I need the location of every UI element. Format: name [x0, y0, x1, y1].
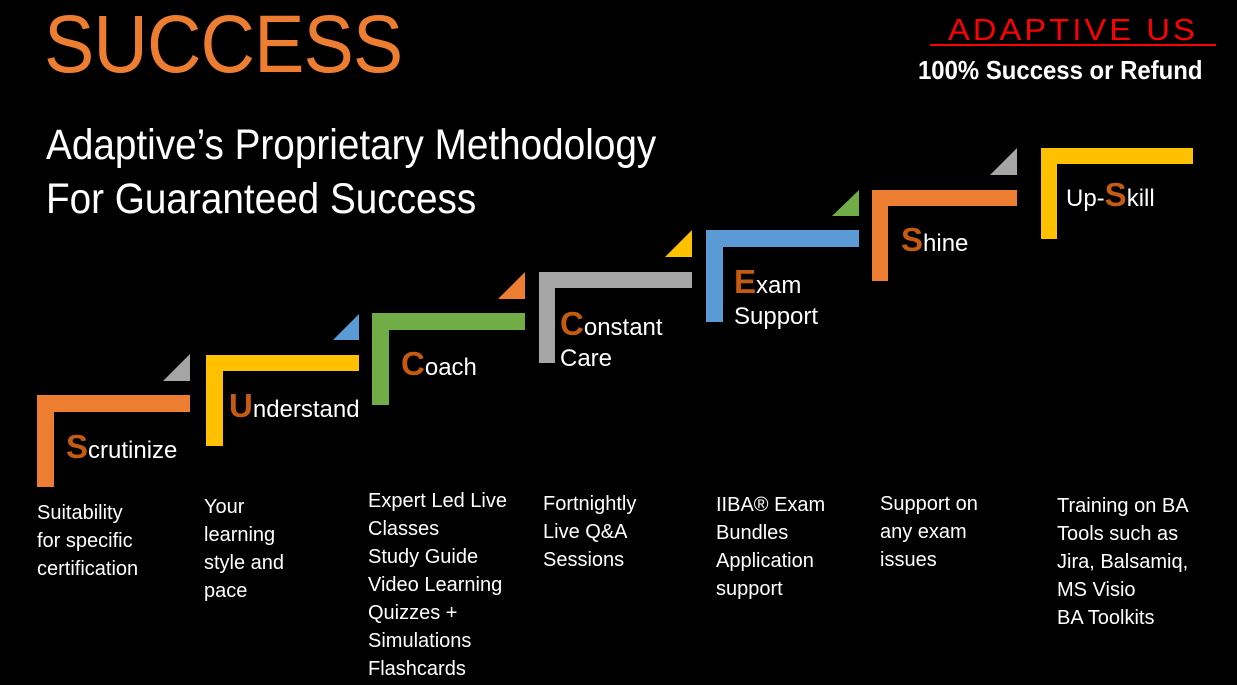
step-bracket-horizontal: [706, 230, 859, 247]
step-bracket-horizontal: [372, 313, 525, 330]
description-line: Flashcards: [368, 658, 466, 680]
description-line: for specific: [37, 530, 133, 552]
step-bracket-horizontal: [37, 395, 190, 412]
description-line: Jira, Balsamiq,: [1057, 551, 1189, 573]
description-shine: Support on any exam issues: [880, 490, 978, 574]
connector-triangle-orange: [498, 272, 525, 299]
description-line: support: [716, 578, 783, 600]
description-line: any exam: [880, 521, 967, 543]
connector-triangle-gray: [163, 354, 190, 381]
step-bracket-vertical: [1041, 148, 1057, 239]
description-line: Training on BA: [1057, 495, 1189, 517]
step-label: Understand: [229, 387, 360, 428]
step-label: Up-Skill: [1066, 176, 1155, 217]
step-label-prefix: Up-: [1066, 185, 1105, 212]
brand-underline: [930, 44, 1216, 46]
description-line: Classes: [368, 518, 440, 540]
description-line: Quizzes +: [368, 602, 458, 624]
step-bracket-vertical: [37, 395, 54, 487]
step-initial: E: [734, 263, 757, 300]
description-exam-support: IIBA® Exam Bundles Application support: [716, 491, 825, 603]
connector-triangle-gray-2: [990, 148, 1017, 175]
step-bracket-horizontal: [206, 355, 359, 371]
step-initial: S: [66, 428, 89, 465]
step-label-rest: onstant: [583, 314, 663, 341]
description-line: issues: [880, 549, 937, 571]
connector-triangle-green: [832, 190, 859, 216]
description-line: certification: [37, 558, 139, 580]
description-up-skill: Training on BA Tools such as Jira, Balsa…: [1057, 492, 1189, 632]
step-bracket-horizontal: [539, 272, 692, 288]
step-label: Scrutinize: [66, 428, 177, 469]
description-line: Live Q&A: [543, 521, 628, 543]
description-understand: Your learning style and pace: [204, 493, 284, 605]
subtitle-line-2: For Guaranteed Success: [46, 175, 477, 223]
brand-logo: ADAPTIVE US: [948, 12, 1198, 47]
description-line: learning: [204, 524, 276, 546]
step-label-rest: kill: [1126, 185, 1155, 212]
description-line: Fortnightly: [543, 493, 637, 515]
description-line: Support on: [880, 493, 978, 515]
brand-tagline: 100% Success or Refund: [918, 55, 1203, 85]
step-label: Shine: [901, 221, 968, 262]
step-bracket-vertical: [206, 355, 223, 446]
step-bracket-horizontal: [872, 190, 1017, 206]
step-bracket-vertical: [706, 230, 723, 322]
description-constant-care: Fortnightly Live Q&A Sessions: [543, 490, 636, 574]
step-initial: S: [1104, 176, 1127, 213]
subtitle-line-1: Adaptive’s Proprietary Methodology: [46, 121, 657, 169]
page-title: SUCCESS: [44, 0, 403, 90]
step-label: Coach: [401, 345, 477, 386]
description-line: Study Guide: [368, 546, 479, 568]
description-line: pace: [204, 580, 248, 602]
description-line: Suitability: [37, 502, 123, 524]
description-line: Application: [716, 550, 814, 572]
subtitle: Adaptive’s Proprietary Methodology For G…: [46, 118, 656, 226]
description-line: style and: [204, 552, 285, 574]
step-label-rest: hine: [923, 230, 969, 257]
description-line: Bundles: [716, 522, 789, 544]
description-scrutinize: Suitability for specific certification: [37, 499, 138, 583]
step-label: Exam Support: [734, 263, 818, 335]
description-line: Expert Led Live: [368, 490, 507, 512]
step-bracket-vertical: [539, 272, 555, 363]
step-label-line-2: Support: [734, 303, 819, 330]
description-line: Simulations: [368, 630, 472, 652]
description-line: IIBA® Exam: [716, 494, 826, 516]
connector-triangle-blue: [333, 314, 359, 340]
step-initial: S: [901, 221, 924, 258]
step-bracket-vertical: [872, 190, 888, 281]
step-bracket-horizontal: [1041, 148, 1193, 164]
description-line: BA Toolkits: [1057, 607, 1155, 629]
step-label-rest: oach: [424, 354, 477, 381]
step-label-rest: xam: [756, 272, 802, 299]
step-bracket-vertical: [372, 313, 389, 405]
description-line: Sessions: [543, 549, 625, 571]
step-label-rest: nderstand: [252, 396, 360, 423]
description-line: Video Learning: [368, 574, 503, 596]
step-initial: C: [401, 345, 425, 382]
step-initial: C: [560, 305, 584, 342]
description-line: MS Visio: [1057, 579, 1136, 601]
connector-triangle-yellow: [665, 230, 692, 257]
step-label: Constant Care: [560, 305, 663, 377]
step-initial: U: [229, 387, 253, 424]
step-label-rest: crutinize: [88, 437, 178, 464]
description-line: Tools such as: [1057, 523, 1179, 545]
description-coach: Expert Led Live Classes Study Guide Vide…: [368, 487, 507, 683]
description-line: Your: [204, 496, 245, 518]
step-label-line-2: Care: [560, 345, 613, 372]
